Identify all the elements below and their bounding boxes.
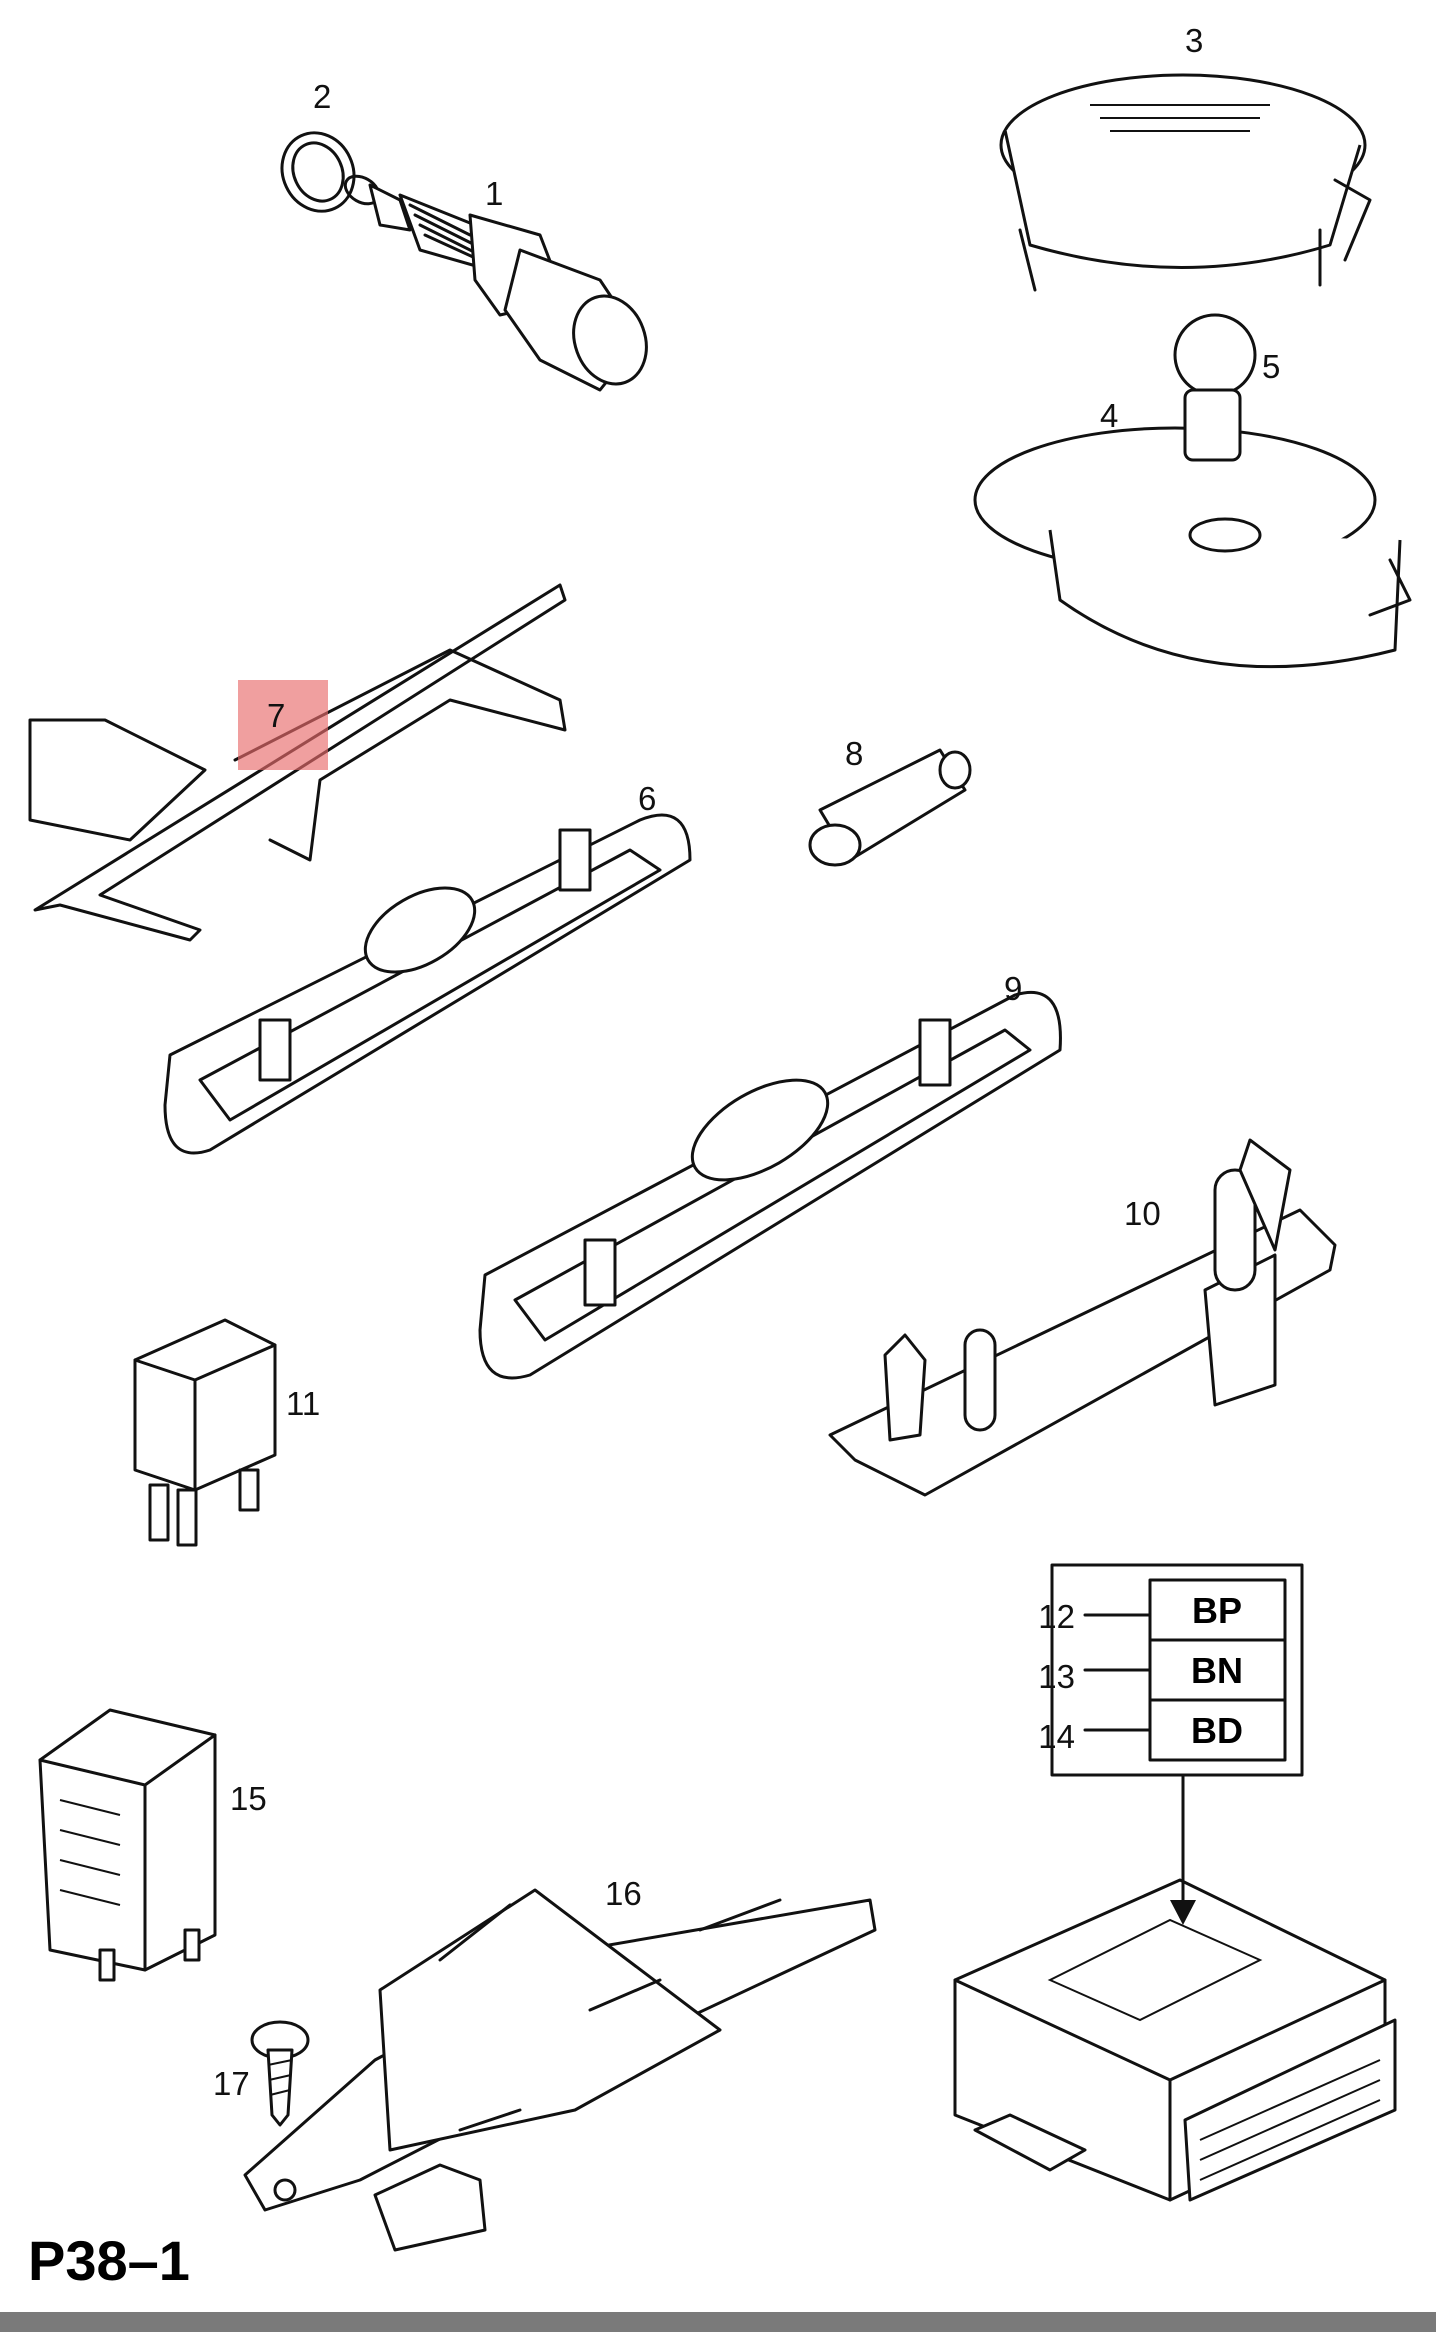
callout-5: 5	[1262, 348, 1280, 385]
control-unit	[953, 1878, 1397, 2202]
code-table: BP BN BD 12 13 14	[1038, 1563, 1304, 1925]
part-5-bulb	[1173, 313, 1257, 462]
callout-6: 6	[638, 780, 656, 817]
callout-16: 16	[605, 1875, 642, 1912]
callout-12: 12	[1038, 1598, 1075, 1635]
part-9-lamp-assembly	[478, 990, 1062, 1380]
part-16-bracket	[243, 1888, 877, 2252]
callout-15: 15	[230, 1780, 267, 1817]
code-bd: BD	[1191, 1710, 1243, 1751]
callout-10: 10	[1124, 1195, 1161, 1232]
part-11-relay	[133, 1318, 277, 1547]
part-7-bracket	[28, 583, 567, 942]
part-4-housing	[973, 426, 1412, 669]
part-8-festoon-bulb	[808, 748, 972, 867]
callout-11: 11	[286, 1385, 320, 1422]
part-15-flasher	[38, 1708, 217, 1982]
callout-7: 7	[267, 697, 285, 734]
callout-8: 8	[845, 735, 863, 772]
code-bp: BP	[1192, 1590, 1242, 1631]
part-1-switch	[343, 174, 648, 392]
callout-9: 9	[1004, 970, 1022, 1007]
callout-4: 4	[1100, 397, 1118, 434]
callout-1: 1	[485, 175, 503, 212]
page-code: P38–1	[28, 2229, 190, 2292]
callout-14: 14	[1038, 1718, 1075, 1755]
part-17-screw	[250, 2020, 310, 2127]
highlight-7	[238, 680, 328, 770]
callout-3: 3	[1185, 22, 1203, 59]
callout-2: 2	[313, 78, 331, 115]
footer-bar	[0, 2312, 1436, 2332]
part-3-lens	[999, 73, 1372, 292]
part-6-lamp-assembly	[163, 813, 692, 1155]
callout-13: 13	[1038, 1658, 1075, 1695]
part-10-holder	[828, 1138, 1337, 1497]
part-2-o-ring	[280, 131, 356, 213]
code-bn: BN	[1191, 1650, 1243, 1691]
callout-17: 17	[213, 2065, 250, 2102]
